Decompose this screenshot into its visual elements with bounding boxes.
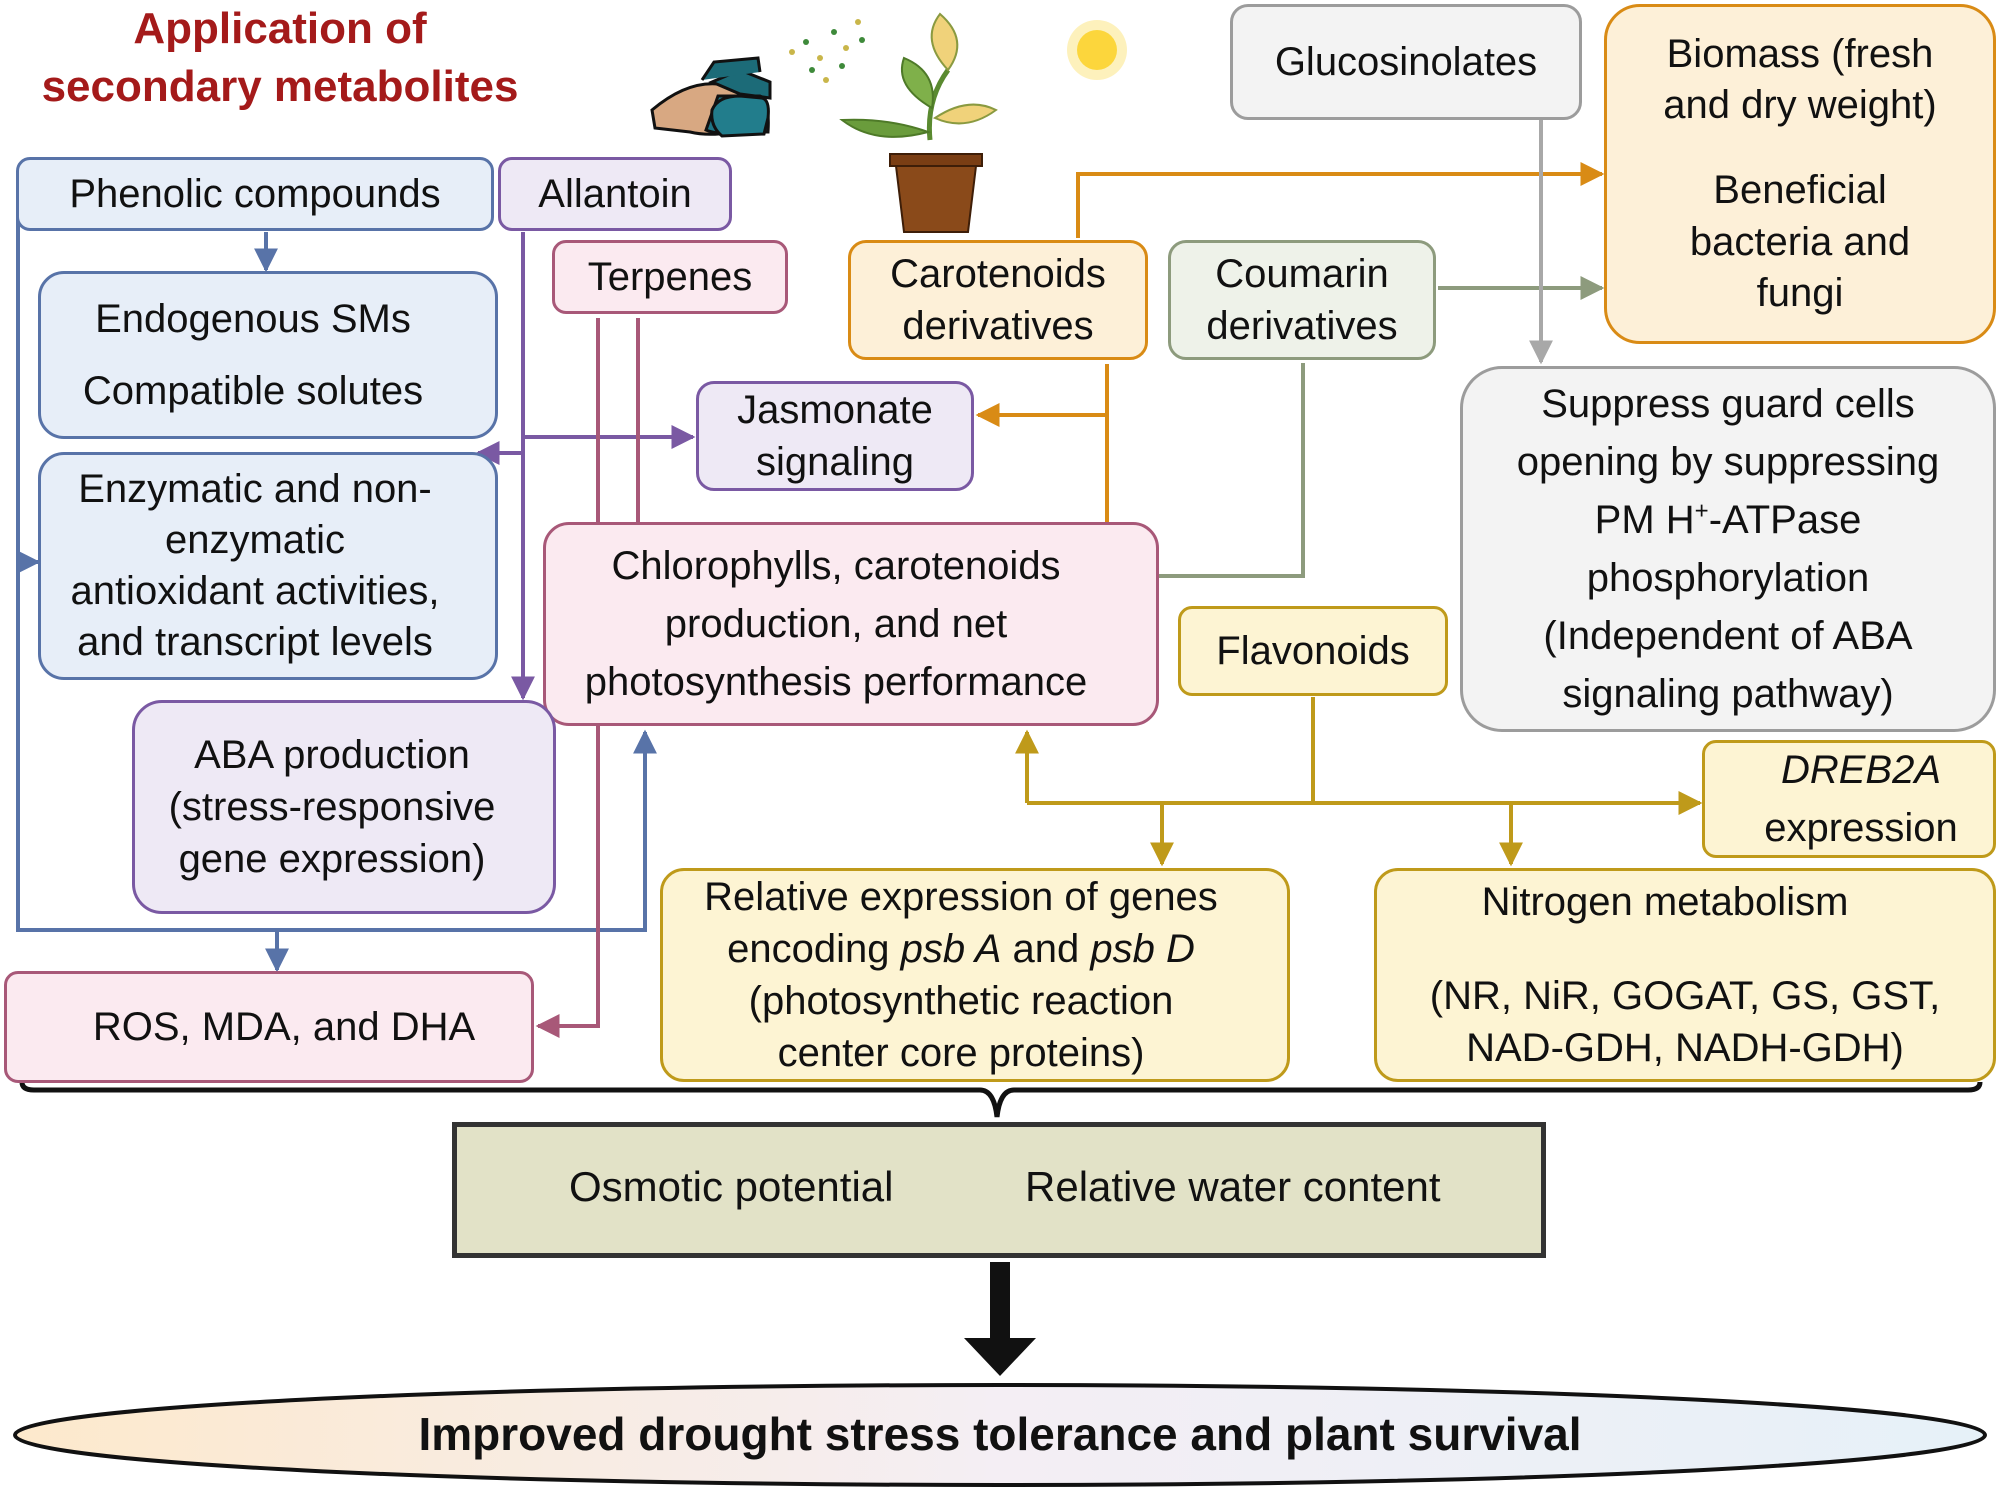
glucosinolates-label: Glucosinolates (1274, 40, 1538, 84)
psb-gene-a: psb A (900, 927, 1002, 971)
carotenoids-line-2: derivatives (902, 304, 1094, 348)
aba-line-3: gene expression) (178, 837, 486, 881)
flavonoids-connectors (1015, 697, 1703, 867)
biomass-line-2: and dry weight) (1663, 83, 1937, 128)
water-status-box: Osmotic potential Relative water content (452, 1122, 1546, 1258)
title-line-2: secondary metabolites (41, 62, 519, 111)
guard-line-1: Suppress guard cells (1541, 382, 1915, 426)
grouping-brace (19, 1081, 1983, 1118)
guard-line-5: (Independent of ABA (1543, 614, 1913, 658)
enzymatic-line-2: enzymatic (164, 517, 346, 562)
sun-icon (1067, 20, 1127, 80)
psb-line-2: encoding psb A and psb D (727, 923, 1223, 975)
phenolic-connectors (16, 193, 657, 973)
psb-line-4: center core proteins) (777, 1031, 1145, 1075)
antioxidant-activities-node: Enzymatic and non- enzymatic antioxidant… (38, 452, 498, 680)
allantoin-node: Allantoin (498, 157, 732, 231)
guard-line-6: signaling pathway) (1562, 672, 1894, 716)
coumarin-line-1: Coumarin (1215, 252, 1389, 296)
biomass-line-3: Beneficial (1713, 168, 1887, 213)
chlorophyll-line-1: Chlorophylls, carotenoids (611, 544, 1061, 588)
endogenous-line-2: Compatible solutes (82, 369, 424, 413)
photosynthesis-node: Chlorophylls, carotenoids production, an… (543, 522, 1159, 726)
biomass-node: Biomass (fresh and dry weight) Beneficia… (1604, 4, 1996, 344)
nitrogen-metabolism-node: Nitrogen metabolism (NR, NiR, GOGAT, GS,… (1374, 868, 1996, 1082)
guard-line-3: PM H+-ATPase (1595, 491, 1862, 549)
psb-line-2a: encoding (727, 927, 901, 971)
enzymatic-line-3: antioxidant activities, (70, 569, 440, 613)
allantoin-connectors (475, 232, 696, 701)
biomass-line-5: fungi (1756, 270, 1844, 315)
carotenoids-derivatives-node: Carotenoids derivatives (848, 240, 1148, 360)
aba-line-2: (stress-responsive (168, 785, 496, 829)
psb-gene-d: psb D (1090, 927, 1195, 971)
terpenes-label: Terpenes (587, 255, 753, 299)
nitrogen-line-3: NAD-GDH, NADH-GDH) (1466, 1026, 1904, 1070)
psb-line-2c: and (1001, 927, 1091, 971)
title-line-1: Application of (133, 4, 427, 53)
psb-genes-node: Relative expression of genes encoding ps… (660, 868, 1290, 1082)
potted-plant-icon (839, 12, 998, 233)
nitrogen-line-1: Nitrogen metabolism (1481, 880, 1849, 924)
endogenous-line-1: Endogenous SMs (95, 297, 411, 341)
psb-line-1: Relative expression of genes (704, 875, 1218, 919)
jasmonate-signaling-node: Jasmonate signaling (696, 381, 974, 491)
coumarin-line-2: derivatives (1206, 304, 1398, 348)
dreb-line-1: DREB2A (1780, 748, 1942, 792)
final-outcome-label: Improved drought stress tolerance and pl… (418, 1408, 1582, 1460)
biomass-line-4: bacteria and (1689, 219, 1911, 264)
ros-label: ROS, MDA, and DHA (92, 1005, 476, 1049)
final-outcome-ellipse (13, 1383, 1987, 1487)
result-arrow (964, 1262, 1036, 1376)
guard-line-3a: PM H (1594, 498, 1695, 542)
osmotic-potential-label: Osmotic potential (569, 1163, 894, 1210)
guard-line-2: opening by suppressing (1516, 440, 1940, 484)
flavonoids-node: Flavonoids (1178, 606, 1448, 696)
ros-mda-dha-node: ROS, MDA, and DHA (4, 971, 534, 1083)
aba-production-node: ABA production (stress-responsive gene e… (132, 700, 556, 914)
psb-line-3: (photosynthetic reaction (748, 979, 1174, 1023)
guard-line-3-sup: + (1694, 497, 1709, 525)
enzymatic-line-4: and transcript levels (77, 620, 433, 665)
spray-bottle-icon (650, 19, 865, 138)
flavonoids-label: Flavonoids (1216, 629, 1410, 673)
carotenoids-connectors (975, 162, 1605, 550)
chlorophyll-line-3: photosynthesis performance (584, 660, 1088, 704)
jasmonate-line-1: Jasmonate (737, 388, 933, 432)
chlorophyll-line-2: production, and net (664, 602, 1008, 646)
biomass-line-1: Biomass (fresh (1666, 32, 1934, 77)
nitrogen-line-2: (NR, NiR, GOGAT, GS, GST, (1429, 974, 1941, 1018)
carotenoids-line-1: Carotenoids (890, 252, 1106, 296)
terpenes-node: Terpenes (552, 240, 788, 314)
guard-line-3b: -ATPase (1708, 498, 1862, 542)
diagram-title: Application of secondary metabolites (10, 0, 550, 116)
dreb-line-2: expression (1764, 806, 1958, 850)
guard-cells-node: Suppress guard cells opening by suppress… (1460, 366, 1996, 732)
phenolic-compounds-node: Phenolic compounds (16, 157, 494, 231)
glucosinolates-node: Glucosinolates (1230, 4, 1582, 120)
jasmonate-line-2: signaling (756, 440, 914, 484)
phenolic-label: Phenolic compounds (69, 172, 441, 216)
coumarin-connectors (1120, 276, 1605, 588)
aba-line-1: ABA production (194, 733, 470, 777)
enzymatic-line-1: Enzymatic and non- (78, 466, 432, 511)
allantoin-label: Allantoin (538, 172, 692, 216)
coumarin-derivatives-node: Coumarin derivatives (1168, 240, 1436, 360)
endogenous-sms-node: Endogenous SMs Compatible solutes (38, 271, 498, 439)
dreb2a-expression-node: DREB2A expression (1702, 740, 1996, 858)
relative-water-content-label: Relative water content (1025, 1163, 1441, 1210)
guard-line-4: phosphorylation (1586, 556, 1870, 600)
